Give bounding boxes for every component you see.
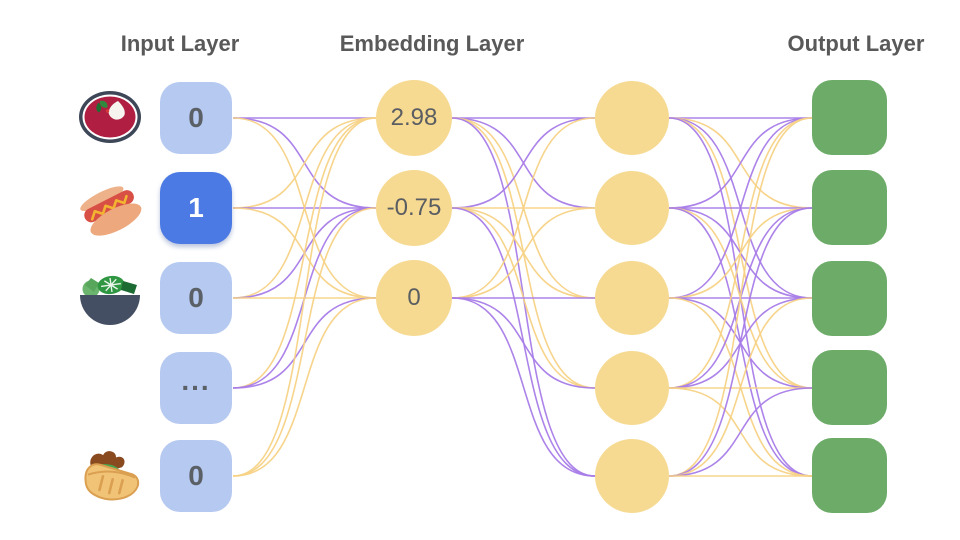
edge-purple xyxy=(451,297,596,477)
input-node-value: 0 xyxy=(188,282,204,313)
edge-yellow xyxy=(232,117,377,209)
hidden-node xyxy=(595,171,669,245)
embedding-node: 0 xyxy=(376,260,452,336)
hot-dog-icon xyxy=(80,186,142,236)
output-node xyxy=(812,170,887,245)
input-node: 0 xyxy=(160,82,232,154)
input-node-ellipsis: ... xyxy=(160,352,232,424)
input-node-value: ... xyxy=(181,365,211,396)
embedding-node: -0.75 xyxy=(376,170,452,246)
input-node: 0 xyxy=(160,440,232,512)
input-node-active: 1 xyxy=(160,172,232,244)
edge-yellow xyxy=(232,207,377,477)
embedding-node-value: -0.75 xyxy=(386,194,442,221)
edge-yellow xyxy=(668,297,813,477)
edge-yellow xyxy=(232,117,377,299)
input-layer-title: Input Layer xyxy=(120,31,240,56)
output-layer-title: Output Layer xyxy=(787,31,925,56)
edge-yellow xyxy=(668,117,813,389)
embedding-node-value: 0 xyxy=(407,284,421,311)
output-node xyxy=(812,261,887,336)
edge-purple xyxy=(668,387,813,477)
soup-bowl-icon xyxy=(79,91,141,143)
salad-bowl-icon xyxy=(80,275,140,325)
edge-yellow xyxy=(232,297,377,477)
pita-icon xyxy=(84,451,140,501)
edge-purple xyxy=(451,297,596,389)
hidden-node xyxy=(595,81,669,155)
output-node xyxy=(812,80,887,155)
edge-purple xyxy=(451,117,596,209)
embedding-layer-title: Embedding Layer xyxy=(339,31,525,56)
edge-purple xyxy=(668,117,813,209)
embedding-node-value: 2.98 xyxy=(390,104,438,131)
input-node-value: 1 xyxy=(188,192,204,223)
input-node-value: 0 xyxy=(188,460,204,491)
hidden-node xyxy=(595,439,669,513)
edge-yellow xyxy=(451,207,596,299)
hidden-node xyxy=(595,351,669,425)
output-node xyxy=(812,350,887,425)
hidden-node xyxy=(595,261,669,335)
edge-yellow xyxy=(232,117,377,389)
input-node-value: 0 xyxy=(188,102,204,133)
edge-yellow xyxy=(232,117,377,477)
embedding-node: 2.98 xyxy=(376,80,452,156)
edge-yellow xyxy=(451,117,596,299)
edge-purple xyxy=(668,207,813,477)
edge-yellow xyxy=(668,117,813,477)
edge-purple xyxy=(668,117,813,299)
output-node xyxy=(812,438,887,513)
input-node: 0 xyxy=(160,262,232,334)
